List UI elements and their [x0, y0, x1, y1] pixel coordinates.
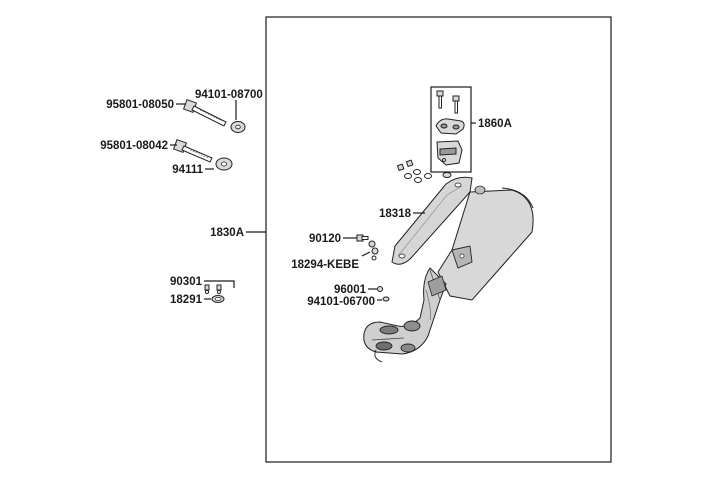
label-94101-06700: 94101-06700	[307, 296, 375, 308]
bracket-kit-1860A	[435, 90, 465, 166]
gasket-18291	[211, 295, 225, 303]
bolt-96001	[377, 286, 383, 292]
bolt-95801-08042	[172, 138, 213, 163]
label-94111: 94111	[172, 164, 203, 176]
bracket-hardware	[396, 159, 452, 183]
label-94101-08700: 94101-08700	[195, 89, 263, 101]
label-95801-08042: 95801-08042	[100, 140, 168, 152]
muffler-assembly	[363, 185, 534, 363]
washer-94101-06700	[382, 296, 390, 302]
label-90120: 90120	[309, 233, 341, 245]
label-95801-08050: 95801-08050	[106, 99, 174, 111]
label-96001: 96001	[334, 284, 367, 296]
label-18291: 18291	[170, 294, 203, 306]
label-18318: 18318	[379, 208, 412, 220]
label-1830A: 1830A	[210, 227, 244, 239]
heat-shield-18318	[391, 176, 473, 265]
label-90301: 90301	[170, 276, 203, 288]
box-1860A	[430, 86, 472, 173]
assembly-frame	[265, 16, 612, 463]
bolt-95801-08050	[182, 98, 227, 127]
label-1860A: 1860A	[478, 118, 512, 130]
nuts-18294-KEBE	[368, 240, 379, 261]
washer-94111	[215, 157, 233, 171]
washer-94101-08700	[230, 121, 246, 133]
leader-18294-KEBE	[361, 251, 371, 257]
label-18294-KEBE: 18294-KEBE	[291, 259, 359, 271]
clips-90301	[204, 280, 235, 295]
screw-90120	[356, 234, 369, 242]
